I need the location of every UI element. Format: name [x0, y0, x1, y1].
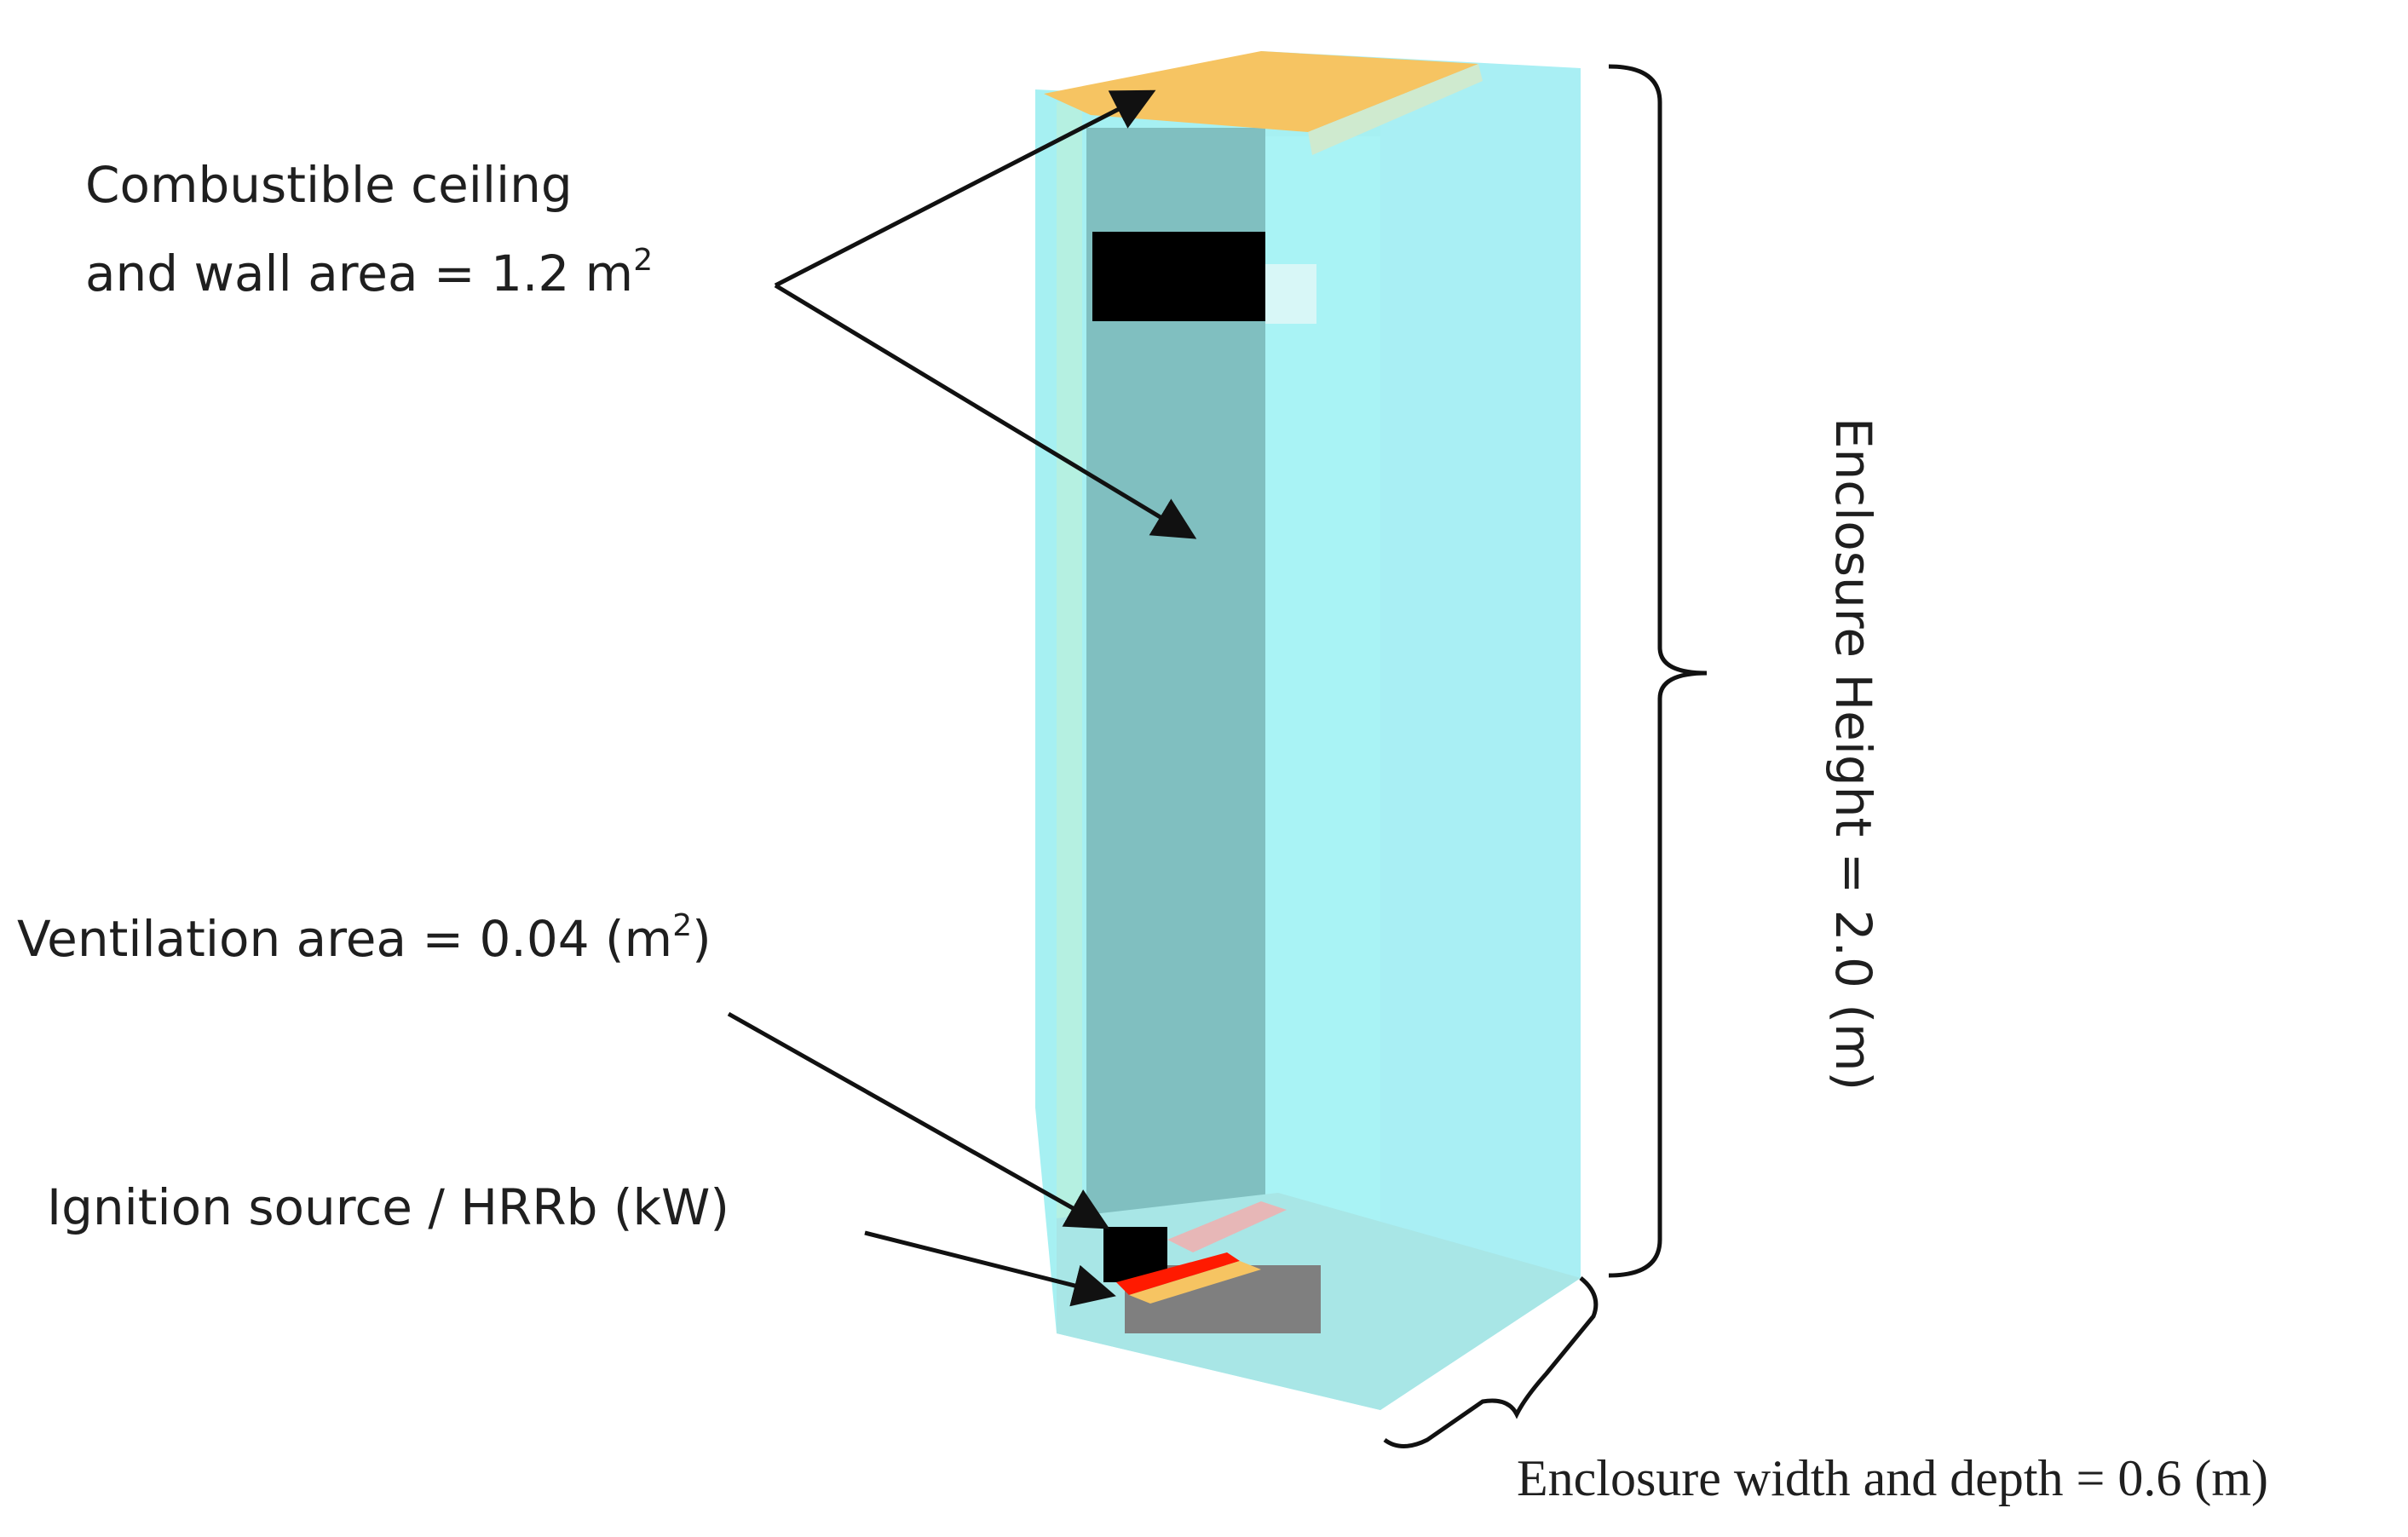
curly-brace-icon	[1383, 1276, 1599, 1448]
ignition-pink-strip	[1167, 1201, 1287, 1252]
arrow-icon	[774, 283, 1197, 539]
ignition-red-strip	[1116, 1252, 1240, 1295]
combustible-label-line2: and wall area = 1.2 m2	[85, 245, 653, 299]
ignition-orange-strip	[1129, 1261, 1261, 1304]
ventilation-label-superscript: 2	[672, 908, 693, 943]
ignition-label: Ignition source / HRRb (kW)	[47, 1178, 730, 1236]
arrow-icon	[727, 1011, 1110, 1229]
arrow-icon	[864, 1230, 1116, 1307]
enclosure-height-label: Enclosure Height = 2.0 (m)	[1824, 417, 1882, 1091]
ceiling-edge	[1308, 64, 1483, 155]
combustible-label-line1: Combustible ceiling	[85, 156, 573, 214]
ventilation-label-close: )	[692, 910, 711, 968]
upper-opening	[1092, 232, 1265, 321]
upper-opening-glare	[1265, 264, 1316, 324]
ventilation-label: Ventilation area = 0.04 (m2)	[17, 911, 711, 964]
combustible-label-text: and wall area = 1.2 m	[85, 245, 634, 302]
combustible-label-superscript: 2	[633, 243, 654, 278]
enclosure-left-edge	[1057, 102, 1082, 1329]
ventilation-label-text: Ventilation area = 0.04 (m	[17, 910, 673, 968]
curly-brace-icon	[1608, 64, 1708, 1278]
arrow-icon	[774, 89, 1156, 288]
enclosure-width-depth-label: Enclosure width and depth = 0.6 (m)	[1517, 1450, 2268, 1506]
